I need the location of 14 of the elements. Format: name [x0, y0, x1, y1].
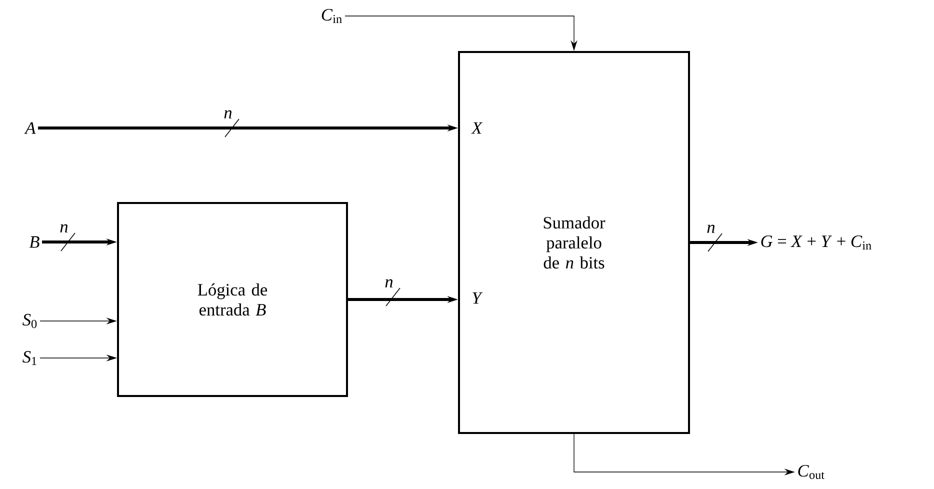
signal-label: C$_{in}$ [322, 9, 342, 23]
signal-label: G = X + Y + C$_{in}$ [761, 236, 872, 250]
signal-label: S$_{1}$ [22, 351, 36, 365]
signal-label: S$_{0}$ [22, 314, 37, 328]
signal-label: B [29, 236, 40, 248]
signal-label: C$_{out}$ [798, 465, 824, 479]
logic-block: Lógica de entrada B [117, 202, 348, 397]
edge-label: n [707, 224, 715, 233]
edge-label: n [385, 279, 393, 288]
edge-label: n [224, 110, 232, 118]
pin-label: X [471, 122, 483, 134]
edge-label: n [60, 224, 68, 232]
pin-label: Y [472, 292, 483, 304]
signal-label: A [24, 122, 36, 134]
